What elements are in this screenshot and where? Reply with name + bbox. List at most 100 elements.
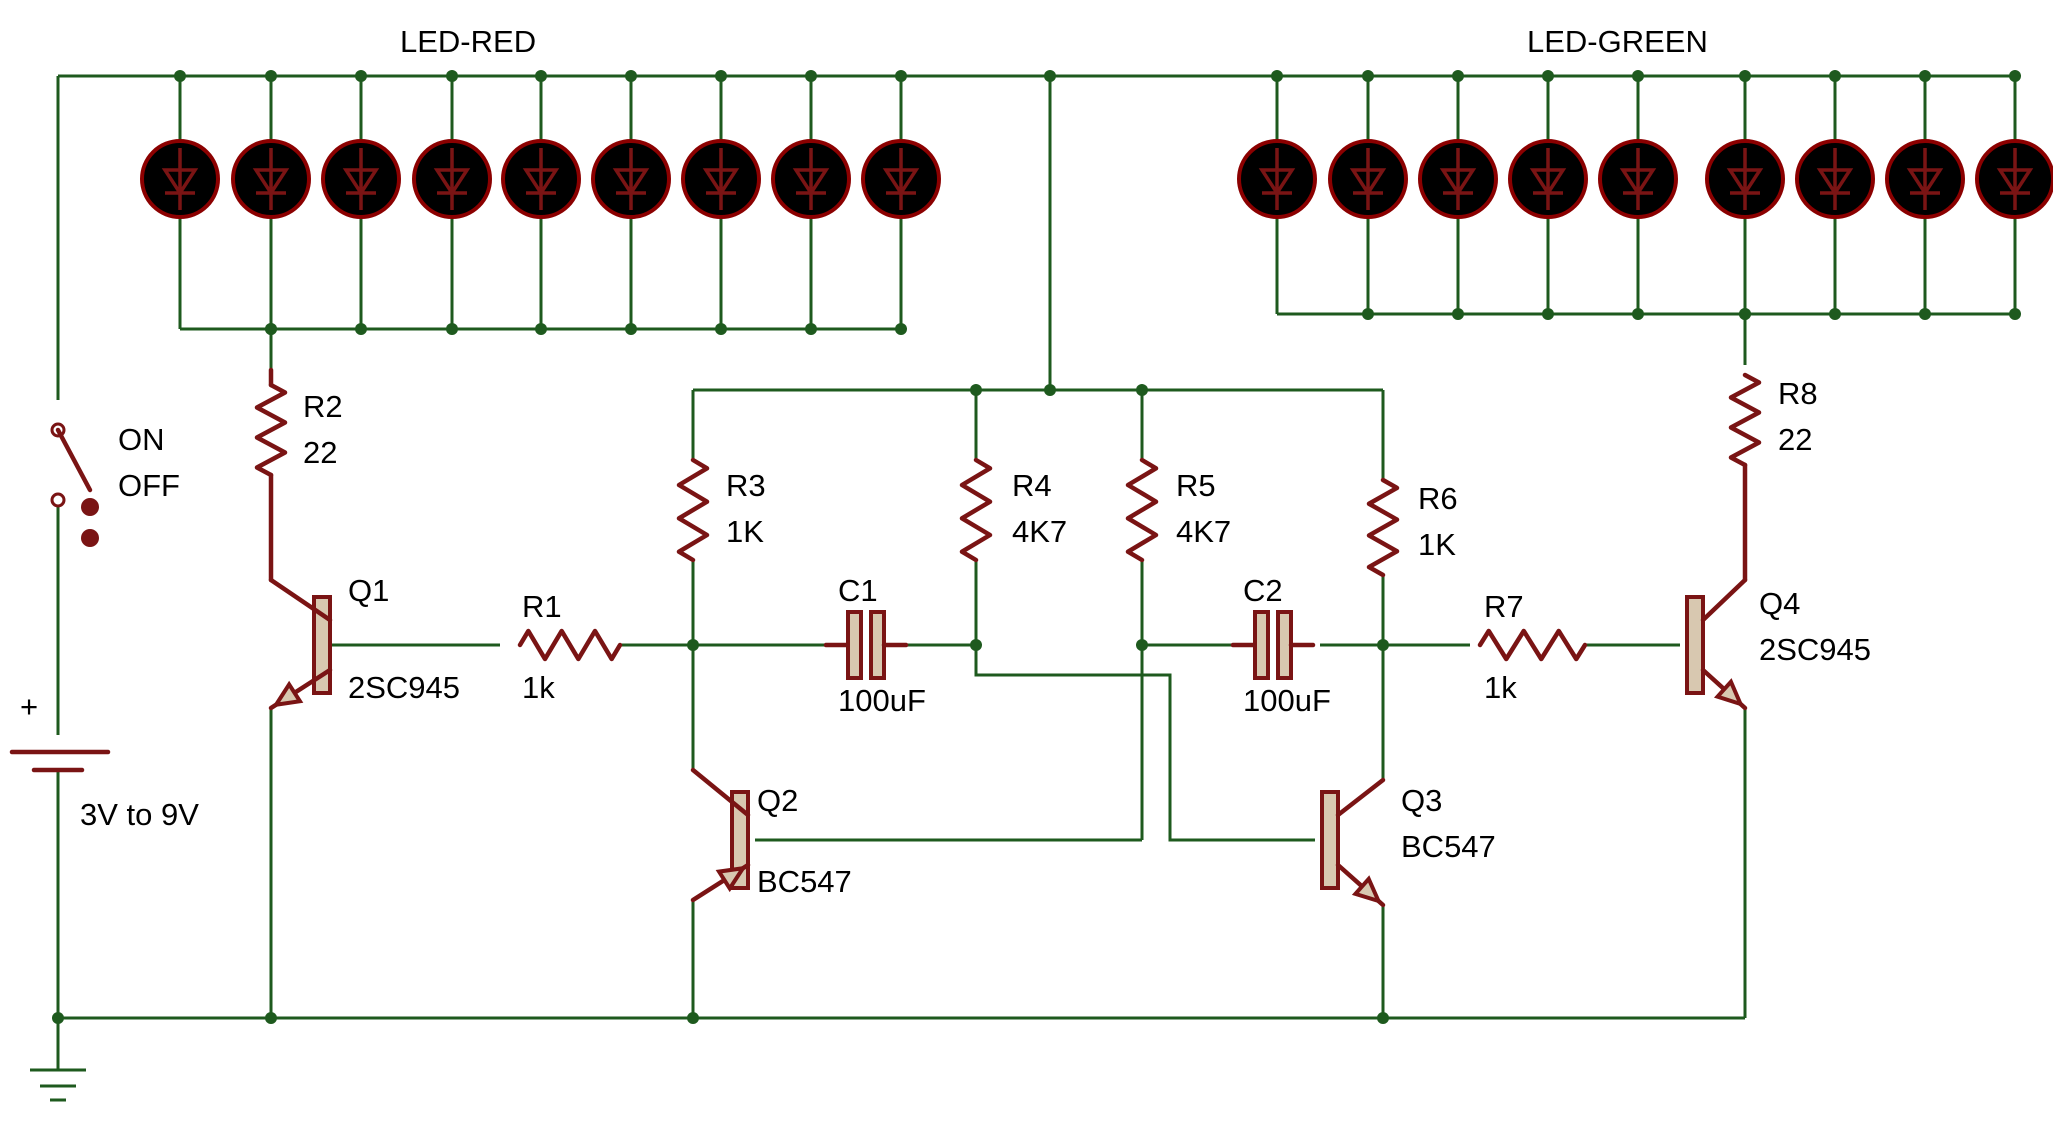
junction-dot: [1452, 70, 1464, 82]
q2-transistor-base: [730, 790, 750, 890]
junction-dot: [1829, 308, 1841, 320]
c2-ref: C2: [1243, 573, 1283, 608]
diode-icon: [612, 148, 650, 210]
q2-ref: Q2: [757, 783, 798, 818]
junction-dot: [1044, 70, 1056, 82]
r4-ref: R4: [1012, 468, 1052, 503]
junction-dot: [265, 323, 277, 335]
diode-icon: [161, 148, 199, 210]
junction-dot: [1632, 308, 1644, 320]
c2-value: 100uF: [1243, 683, 1331, 718]
led-arrays: [140, 139, 2053, 219]
r1-value: 1k: [522, 670, 555, 705]
junction-dot: [355, 323, 367, 335]
junction-dot: [2009, 70, 2021, 82]
r5-value: 4K7: [1176, 514, 1231, 549]
junction-dot: [895, 323, 907, 335]
junction-dot: [970, 639, 982, 651]
junction-dot: [1632, 70, 1644, 82]
junction-dot: [1136, 639, 1148, 651]
q1-transistor-arrow: [271, 680, 304, 708]
q2-type: BC547: [757, 864, 852, 899]
r6-resistor: [1366, 477, 1400, 578]
switch-lever: [55, 427, 93, 493]
junction-dot: [1452, 308, 1464, 320]
r6-ref: R6: [1418, 481, 1458, 516]
diode-icon: [1439, 148, 1477, 210]
junction-dot: [805, 70, 817, 82]
q1-ref: Q1: [348, 573, 389, 608]
led-red-label: LED-RED: [400, 24, 536, 59]
q3-transistor-arrow: [1351, 875, 1383, 905]
switch-on-label: ON: [118, 422, 165, 457]
r7-ref: R7: [1484, 589, 1524, 624]
q4-type: 2SC945: [1759, 632, 1871, 667]
junction-dot: [2009, 308, 2021, 320]
r3-ref: R3: [726, 468, 766, 503]
r1-ref: R1: [522, 589, 562, 624]
q3-base-wire: [974, 645, 1315, 842]
junction-dot: [625, 323, 637, 335]
q4-transistor-base: [1685, 595, 1705, 695]
diode-icon: [522, 148, 560, 210]
q3-type: BC547: [1401, 829, 1496, 864]
diode-icon: [1726, 148, 1764, 210]
junction-dot: [52, 1012, 64, 1024]
components: [9, 367, 1762, 1102]
junction-dot: [1377, 1012, 1389, 1024]
q4-transistor-collector: [1700, 577, 1748, 623]
diode-icon: [882, 148, 920, 210]
diode-icon: [1816, 148, 1854, 210]
r4-resistor: [959, 457, 993, 563]
junction-dot: [970, 384, 982, 396]
junction-dot: [1739, 70, 1751, 82]
q1-transistor-base: [312, 595, 332, 695]
diode-icon: [1349, 148, 1387, 210]
junction-dot: [174, 70, 186, 82]
diode-icon: [1529, 148, 1567, 210]
diode-icon: [792, 148, 830, 210]
c2-capacitor-plate: [1253, 610, 1270, 680]
junction-dot: [715, 70, 727, 82]
diode-icon: [342, 148, 380, 210]
junction-dot: [1362, 308, 1374, 320]
r5-ref: R5: [1176, 468, 1216, 503]
switch-knob: [81, 498, 99, 516]
r2-ref: R2: [303, 389, 343, 424]
junction-dot: [535, 70, 547, 82]
q2-transistor-arrow: [715, 865, 748, 893]
r1-resistor: [517, 628, 623, 662]
junction-dot: [1044, 384, 1056, 396]
diode-icon: [1619, 148, 1657, 210]
junction-dot: [1542, 70, 1554, 82]
c1-value: 100uF: [838, 683, 926, 718]
junction-dot: [265, 70, 277, 82]
r2-resistor: [254, 382, 288, 478]
junction-dot: [446, 323, 458, 335]
diode-icon: [702, 148, 740, 210]
junction-dot: [355, 70, 367, 82]
q3-ref: Q3: [1401, 783, 1442, 818]
diode-icon: [252, 148, 290, 210]
junction-dot: [1739, 308, 1751, 320]
junction-dot: [535, 323, 547, 335]
junction-dot: [1377, 639, 1389, 651]
r5-resistor: [1125, 457, 1159, 563]
diode-icon: [1906, 148, 1944, 210]
q3-transistor-collector: [1335, 777, 1386, 818]
junction-dot: [1362, 70, 1374, 82]
r8-value: 22: [1778, 422, 1812, 457]
q3-transistor-base: [1320, 790, 1340, 890]
led-green-label: LED-GREEN: [1527, 24, 1708, 59]
junction-dot: [265, 1012, 277, 1024]
switch-off-label: OFF: [118, 468, 180, 503]
junction-dot: [687, 1012, 699, 1024]
junction-dot: [715, 323, 727, 335]
switch-knob: [81, 529, 99, 547]
junction-dot: [1271, 70, 1283, 82]
switch-terminal: [50, 492, 66, 508]
q2-transistor-collector: [690, 767, 751, 818]
junction-dot: [687, 639, 699, 651]
r3-value: 1K: [726, 514, 764, 549]
